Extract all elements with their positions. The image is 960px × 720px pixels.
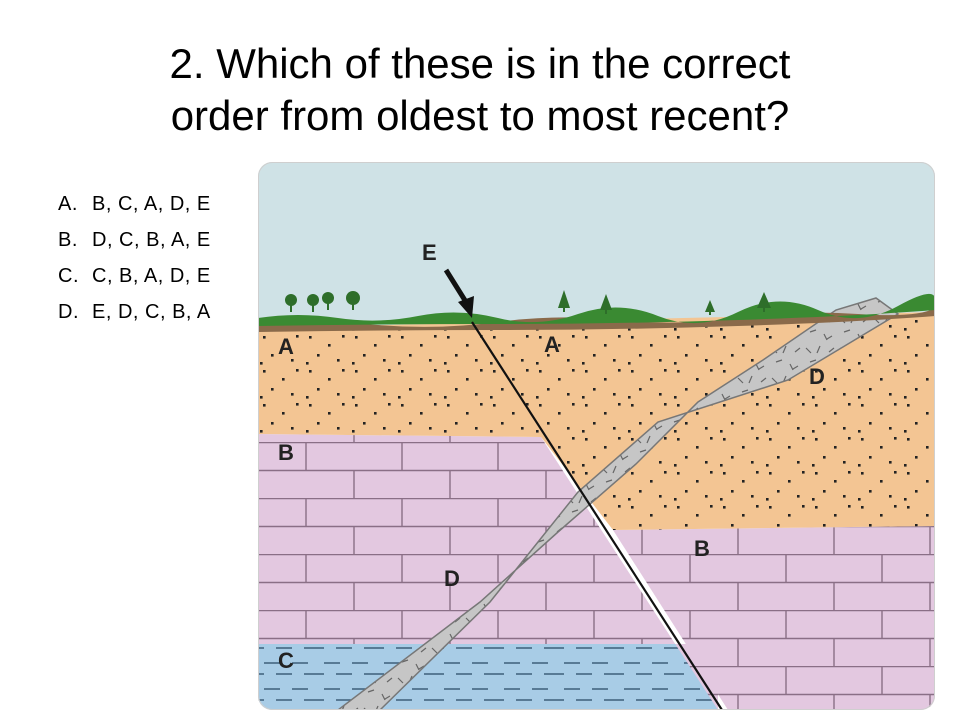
label-limestone-left-b: B bbox=[278, 440, 294, 465]
option-text: C, B, A, D, E bbox=[92, 265, 211, 287]
rock-layers-diagram: E A A B B C D D bbox=[258, 162, 935, 710]
answer-options: A. B, C, A, D, E B. D, C, B, A, E C. C, … bbox=[58, 186, 211, 330]
option-text: B, C, A, D, E bbox=[92, 193, 211, 215]
limestone-layer-left bbox=[258, 434, 718, 710]
option-letter: C. bbox=[58, 265, 79, 287]
grass-line bbox=[258, 294, 935, 326]
fault-arrow bbox=[443, 268, 474, 318]
option-letter: A. bbox=[58, 193, 78, 215]
label-shale-c: C bbox=[278, 648, 294, 673]
fault-line bbox=[471, 321, 723, 710]
trees bbox=[285, 290, 771, 315]
limestone-layer-right bbox=[613, 526, 935, 710]
question-line-1: 2. Which of these is in the correct bbox=[169, 40, 791, 87]
label-dike-lower-d: D bbox=[444, 566, 460, 591]
label-dike-upper-d: D bbox=[809, 364, 825, 389]
shale-layer bbox=[258, 644, 718, 710]
option-d[interactable]: D. E, D, C, B, A bbox=[58, 294, 211, 330]
label-limestone-right-b: B bbox=[694, 536, 710, 561]
option-c[interactable]: C. C, B, A, D, E bbox=[58, 258, 211, 294]
label-sandstone-right-a: A bbox=[544, 332, 560, 357]
label-fault-e: E bbox=[422, 240, 437, 265]
option-b[interactable]: B. D, C, B, A, E bbox=[58, 222, 211, 258]
label-sandstone-left-a: A bbox=[278, 334, 294, 359]
sky bbox=[258, 162, 935, 332]
option-letter: B. bbox=[58, 229, 78, 251]
question-line-2: order from oldest to most recent? bbox=[170, 92, 790, 139]
option-text: E, D, C, B, A bbox=[92, 301, 211, 323]
question-title: 2. Which of these is in the correct orde… bbox=[0, 38, 960, 142]
dike-intrusion bbox=[335, 297, 900, 710]
option-a[interactable]: A. B, C, A, D, E bbox=[58, 186, 211, 222]
option-letter: D. bbox=[58, 301, 79, 323]
option-text: D, C, B, A, E bbox=[92, 229, 211, 251]
